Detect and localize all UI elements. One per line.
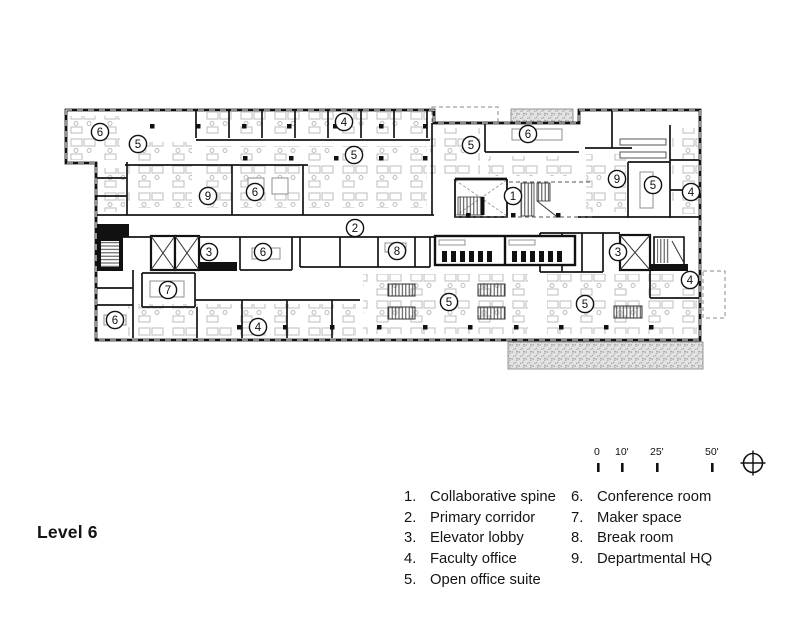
legend-item-label: Break room	[597, 530, 674, 547]
legend-item: 1. Collaborative spine	[404, 487, 556, 508]
legend-item: 9. Departmental HQ	[571, 549, 712, 570]
legend-item-number: 3.	[404, 530, 417, 547]
room-marker-number: 2	[352, 223, 358, 235]
room-marker-circle	[461, 135, 481, 155]
legend-item: 7. Maker space	[571, 508, 712, 529]
room-marker-circle	[680, 270, 700, 290]
room-markers: 6 5 9 6 4 5 5 6 1 9 5 4 2 3 6 8 3 7 6 4 5 5 4	[90, 112, 701, 337]
restroom-block	[433, 234, 577, 267]
open-office-furniture	[70, 112, 698, 336]
scale-bar	[597, 463, 714, 472]
legend-item-label: Open office suite	[430, 571, 541, 588]
shelving-blocks	[387, 283, 643, 320]
room-marker-circle	[245, 182, 265, 202]
room-marker-number: 9	[205, 191, 211, 203]
north-arrow-icon	[740, 450, 766, 476]
legend-item-number: 9.	[571, 551, 584, 568]
room-marker-number: 4	[255, 322, 262, 334]
room-marker-circle	[608, 242, 628, 262]
room-marker-number: 5	[446, 297, 452, 309]
legend-item-label: Maker space	[597, 509, 682, 526]
legend-item-number: 5.	[404, 571, 417, 588]
legend-item-label: Primary corridor	[430, 509, 536, 526]
scale-label-50: 50'	[705, 446, 719, 458]
room-marker-number: 8	[394, 246, 400, 258]
room-marker-number: 6	[112, 315, 118, 327]
room-marker-number: 1	[510, 191, 516, 203]
exterior-paving	[507, 108, 704, 370]
room-marker-circle	[439, 292, 459, 312]
room-marker-number: 7	[165, 285, 171, 297]
room-marker-circle	[518, 124, 538, 144]
room-marker-circle	[248, 317, 268, 337]
room-marker-number: 6	[252, 187, 258, 199]
room-marker-circle	[344, 145, 364, 165]
scale-label-25: 25'	[650, 446, 664, 458]
scale-label-10: 10'	[615, 446, 629, 458]
room-marker-circle	[199, 242, 219, 262]
room-marker-circle	[253, 242, 273, 262]
legend-item: 6. Conference room	[571, 487, 712, 508]
room-marker-number: 5	[468, 140, 474, 152]
legend-item-label: Faculty office	[430, 551, 517, 568]
legend-item: 3. Elevator lobby	[404, 528, 556, 549]
room-marker-number: 6	[525, 129, 531, 141]
collaborative-spine	[454, 177, 592, 218]
elevator-core-right	[618, 233, 688, 272]
legend-item-number: 8.	[571, 530, 584, 547]
legend-item: 4. Faculty office	[404, 549, 556, 570]
room-marker-number: 6	[260, 247, 266, 259]
elevator-core-left	[97, 224, 237, 272]
page-title: Level 6	[37, 522, 98, 542]
room-marker-circle	[345, 218, 365, 238]
room-marker-number: 3	[206, 247, 212, 259]
legend-item-number: 7.	[571, 509, 584, 526]
legend-item-label: Conference room	[597, 489, 712, 505]
room-marker-circle	[158, 280, 178, 300]
room-marker-circle	[643, 175, 663, 195]
scale-label-0: 0	[594, 446, 600, 458]
room-marker-circle	[575, 294, 595, 314]
room-marker-number: 6	[97, 127, 103, 139]
legend-item-number: 6.	[571, 489, 584, 505]
room-marker-circle	[334, 112, 354, 132]
legend-item: 8. Break room	[571, 528, 712, 549]
room-marker-circle	[90, 122, 110, 142]
room-marker-number: 4	[688, 187, 695, 199]
legend-column-2: 6. Conference room 7. Maker space 8. Break ro…	[571, 487, 712, 570]
room-marker-circle	[503, 186, 523, 206]
room-marker-number: 5	[650, 180, 656, 192]
legend-item-number: 1.	[404, 489, 417, 505]
legend-column-1: 1. Collaborative spine 2. Primary corridor 3…	[404, 487, 556, 591]
room-marker-circle	[128, 134, 148, 154]
room-marker-number: 4	[341, 117, 348, 129]
room-marker-number: 3	[615, 247, 621, 259]
legend-item-number: 4.	[404, 551, 417, 568]
legend-item-number: 2.	[404, 509, 417, 526]
room-marker-number: 4	[687, 275, 694, 287]
room-marker-circle	[681, 182, 701, 202]
legend-item-label: Collaborative spine	[430, 489, 556, 505]
legend-item-label: Departmental HQ	[597, 551, 713, 568]
room-marker-circle	[607, 169, 627, 189]
room-marker-number: 9	[614, 174, 620, 186]
room-marker-circle	[387, 241, 407, 261]
building-outline	[64, 108, 702, 342]
legend-item-label: Elevator lobby	[430, 530, 524, 547]
legend-item: 2. Primary corridor	[404, 508, 556, 529]
room-marker-circle	[198, 186, 218, 206]
legend-item: 5. Open office suite	[404, 570, 556, 591]
room-marker-circle	[105, 310, 125, 330]
room-marker-number: 5	[582, 299, 588, 311]
room-marker-number: 5	[135, 139, 141, 151]
room-marker-number: 5	[351, 150, 357, 162]
